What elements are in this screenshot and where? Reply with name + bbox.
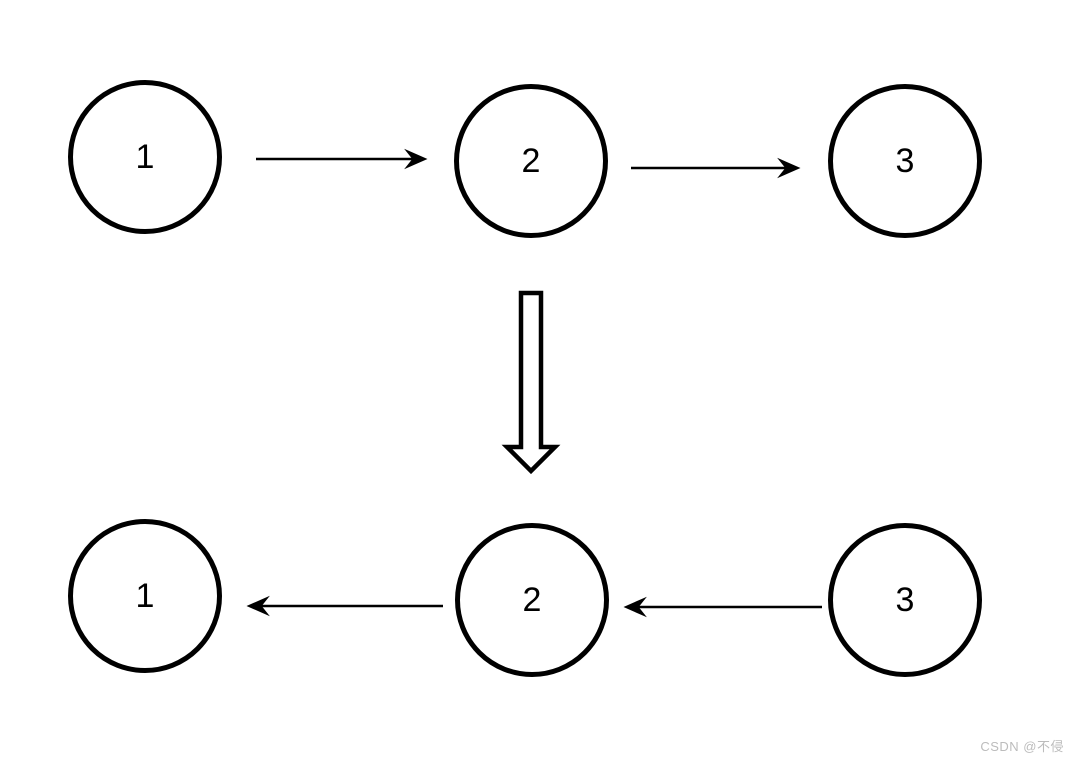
node-top-3-label: 3 [895, 142, 915, 180]
node-bottom-1-label: 1 [135, 577, 155, 615]
node-bottom-3: 3 [828, 523, 982, 677]
node-bottom-2: 2 [455, 523, 609, 677]
node-top-2: 2 [454, 84, 608, 238]
node-top-2-label: 2 [521, 142, 541, 180]
node-bottom-2-label: 2 [522, 581, 542, 619]
node-top-1-label: 1 [135, 138, 155, 176]
node-top-3: 3 [828, 84, 982, 238]
node-bottom-3-label: 3 [895, 581, 915, 619]
node-top-1: 1 [68, 80, 222, 234]
big-down-arrow [501, 290, 561, 475]
node-bottom-1: 1 [68, 519, 222, 673]
watermark: CSDN @不侵 [980, 739, 1064, 754]
